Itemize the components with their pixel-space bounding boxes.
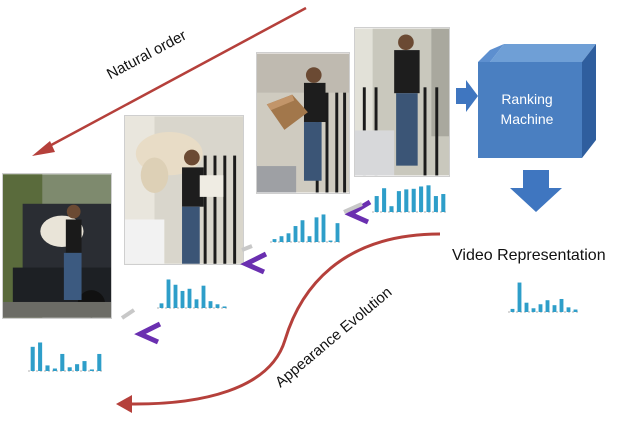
appearance-evolution-label: Appearance Evolution [272, 283, 396, 392]
histogram-bar [433, 196, 438, 212]
histogram-chart [157, 279, 229, 309]
histogram-bar [279, 236, 284, 242]
histogram-bar [293, 226, 298, 242]
histogram-bar [524, 302, 529, 312]
histogram-bar [517, 282, 522, 312]
frame-3-photo [257, 53, 349, 193]
frame-1-photo [3, 174, 111, 318]
histogram-bar [187, 288, 192, 308]
histogram-bar [180, 290, 185, 308]
frame-2-photo [125, 116, 243, 264]
histogram-bar [159, 303, 164, 308]
video-representation-histogram [506, 278, 582, 316]
histogram-bar [441, 194, 446, 212]
histogram-bar [335, 223, 340, 242]
histogram-bar [215, 304, 220, 308]
histogram-bar [559, 298, 564, 312]
natural-order-label: Natural order [104, 26, 190, 84]
histogram-bar [166, 279, 171, 308]
histogram-bar [30, 346, 35, 371]
histogram-bar [89, 369, 94, 371]
histogram-bar [38, 342, 43, 371]
histogram-bar [426, 185, 431, 212]
histogram-bar [82, 361, 87, 371]
histogram-bar [404, 189, 409, 212]
histogram-chart [270, 214, 342, 243]
histogram-bar [321, 214, 326, 242]
frame-4-photo [355, 28, 449, 176]
to-ranking-arrow [456, 80, 478, 112]
histogram-bar [538, 304, 543, 312]
histogram-bar [201, 285, 206, 308]
video-representation-label: Video Representation [452, 247, 606, 264]
histogram-bar [419, 186, 424, 212]
down-arrow [510, 170, 562, 212]
histogram-bar [389, 206, 394, 212]
ranking-machine: Ranking Machine [478, 44, 596, 158]
histogram-bar [566, 307, 571, 312]
frame-3-histogram [268, 210, 344, 246]
video-frame-1 [2, 173, 112, 319]
video-frame-3 [256, 52, 350, 194]
histogram-bar [328, 240, 333, 242]
histogram-bar [97, 353, 102, 371]
histogram-bar [552, 305, 557, 312]
histogram-bar [307, 236, 312, 242]
histogram-bar [573, 309, 578, 312]
chevron-3-to-2 [343, 199, 372, 225]
histogram-bar [194, 299, 199, 308]
histogram-chart [508, 282, 580, 313]
video-frame-4 [354, 27, 450, 177]
histogram-bar [173, 284, 178, 308]
histogram-bar [374, 196, 379, 212]
ranking-machine-label-2: Machine [501, 111, 554, 127]
histogram-bar [222, 306, 227, 308]
histogram-bar [75, 364, 80, 371]
histogram-bar [45, 365, 50, 371]
histogram-bar [286, 233, 291, 242]
histogram-bar [531, 308, 536, 312]
histogram-bar [60, 353, 65, 371]
ranking-machine-label-1: Ranking [501, 91, 552, 107]
histogram-bar [208, 301, 213, 308]
histogram-bar [314, 217, 319, 242]
histogram-chart [372, 185, 448, 213]
frame-4-histogram [370, 180, 450, 216]
histogram-bar [67, 367, 72, 371]
histogram-bar [411, 188, 416, 212]
histogram-bar [396, 191, 401, 212]
histogram-bar [510, 308, 515, 312]
chevron-2-to-1 [240, 244, 268, 275]
frame-2-histogram [155, 274, 231, 312]
histogram-bar [300, 220, 305, 242]
frame-1-histogram [26, 337, 106, 375]
histogram-chart [28, 342, 104, 372]
histogram-bar [272, 239, 277, 242]
video-frame-2 [124, 115, 244, 265]
histogram-bar [52, 368, 57, 371]
histogram-bar [545, 300, 550, 312]
histogram-bar [382, 188, 387, 212]
chevron-1-to-0 [120, 308, 162, 345]
